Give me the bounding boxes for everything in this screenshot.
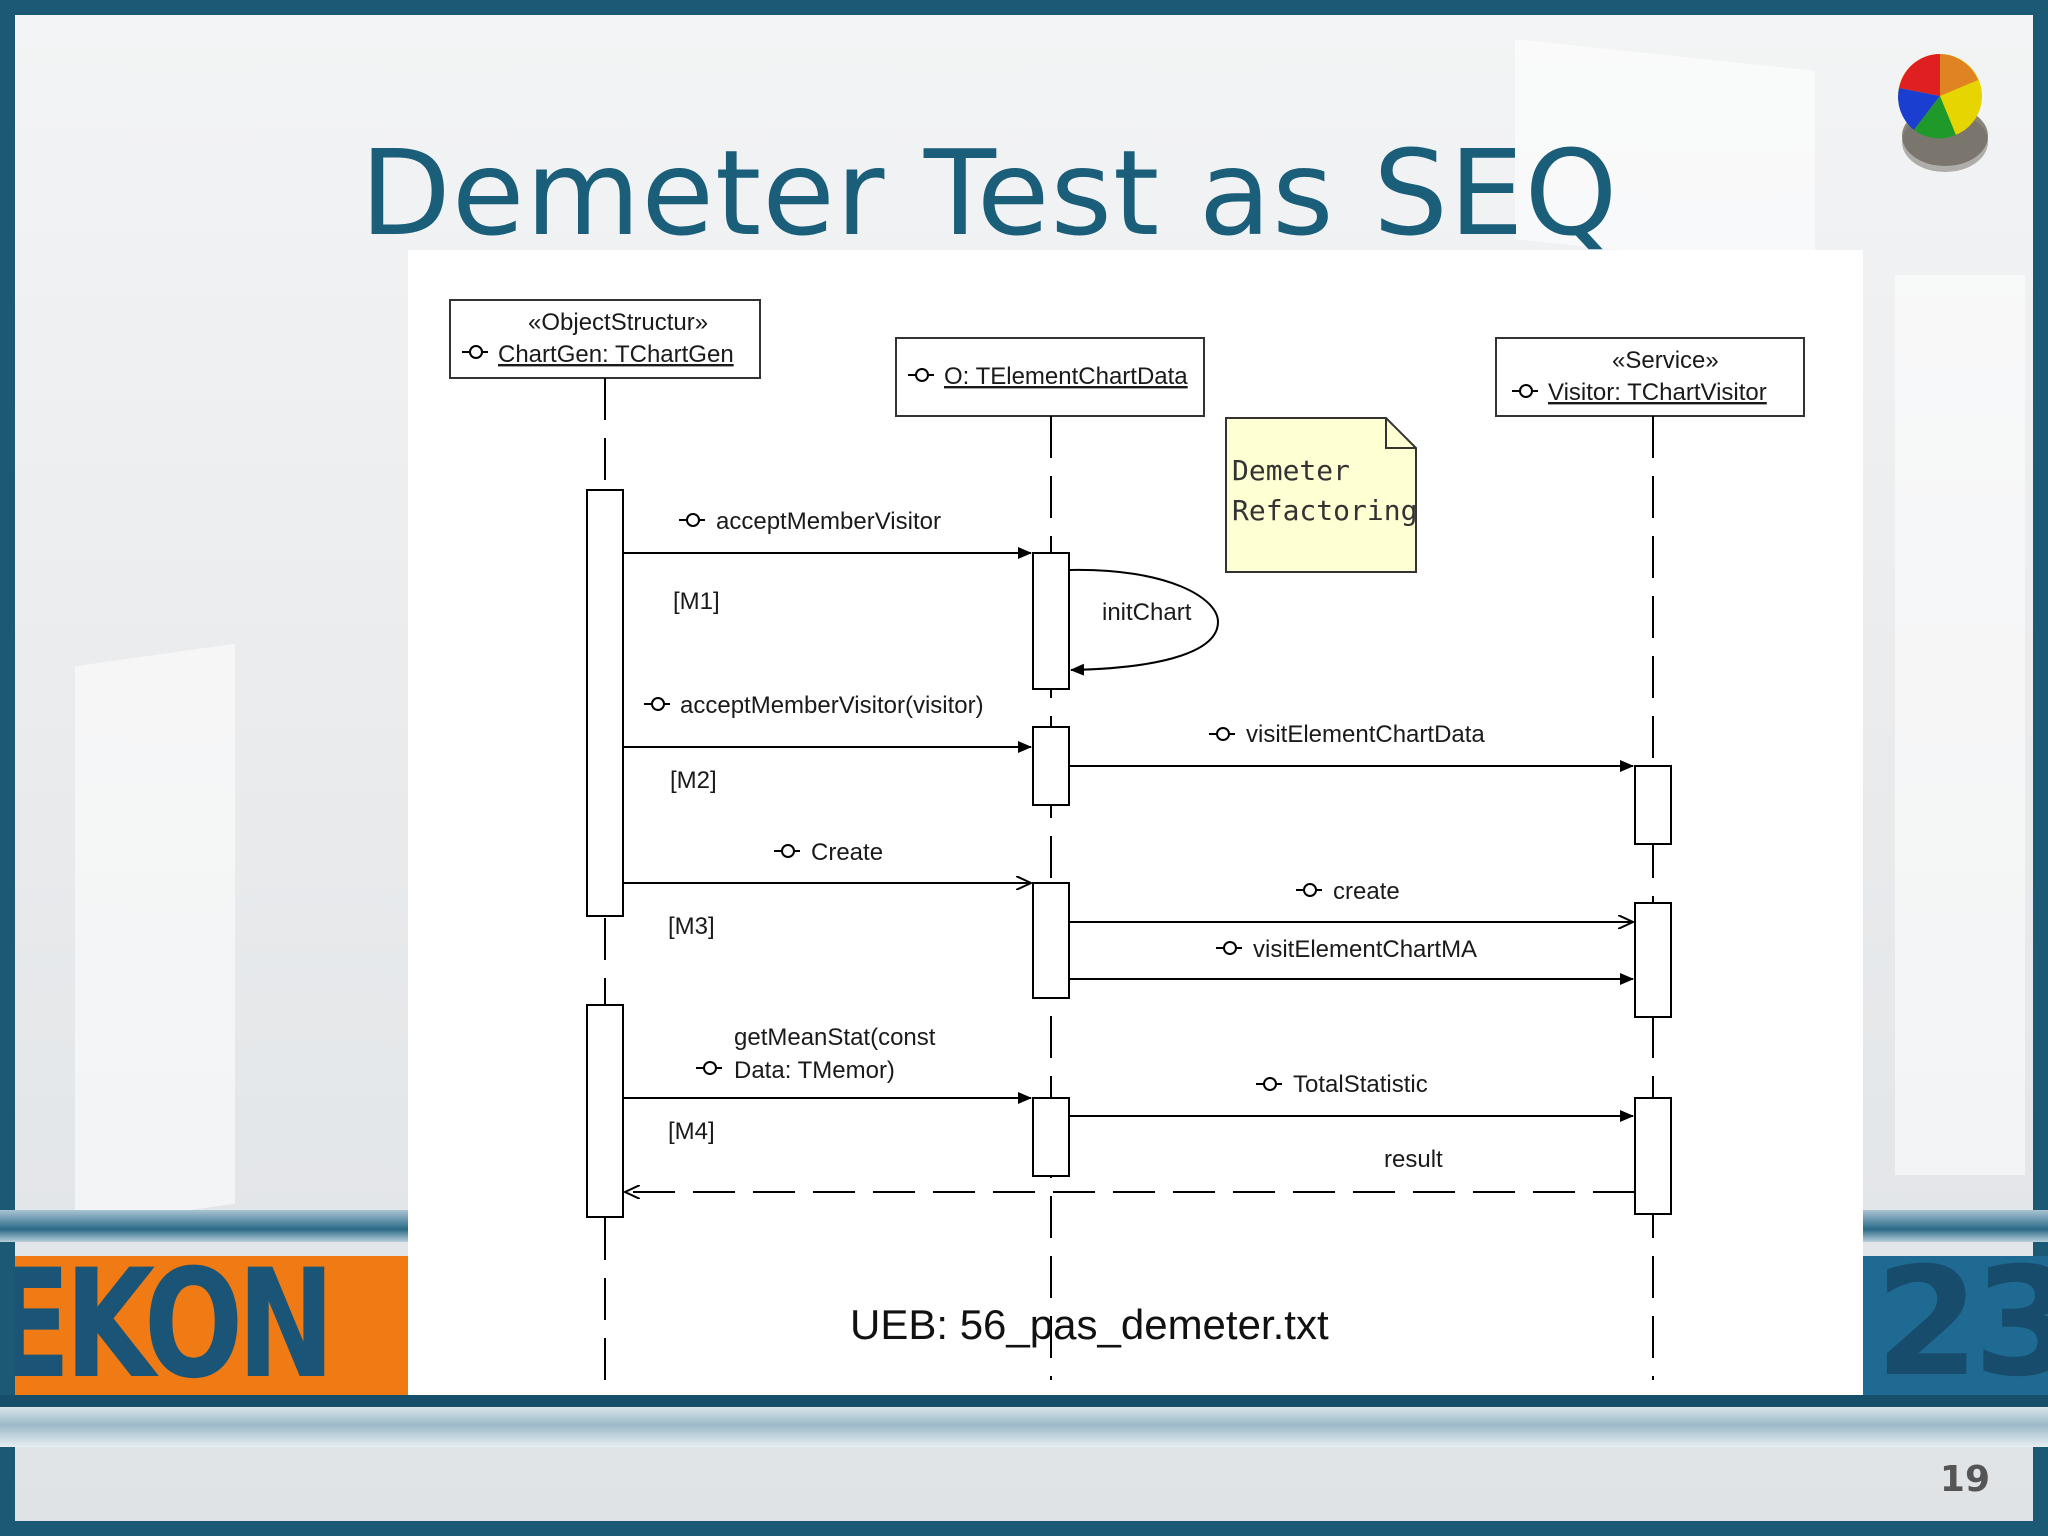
guard-label: [M1] xyxy=(673,588,720,615)
message-label: acceptMemberVisitor xyxy=(716,508,941,535)
activation-bar xyxy=(1634,765,1672,845)
note-line: Demeter xyxy=(1232,454,1350,487)
guard-label: [M2] xyxy=(670,767,717,794)
message-visit-element-chart-data: visitElementChartData xyxy=(1069,721,1634,772)
edition-number: 23 xyxy=(1875,1256,2048,1396)
message-label: result xyxy=(1384,1146,1443,1173)
message-visit-element-chart-ma: visitElementChartMA xyxy=(1069,936,1634,985)
activation-bar xyxy=(586,1004,624,1218)
message-label: Create xyxy=(811,839,883,866)
lifeline-chartvisitor: «Service» Visitor: TChartVisitor xyxy=(1495,337,1805,1380)
edition-badge: 23 xyxy=(1863,1256,2048,1396)
activation-bar xyxy=(586,489,624,917)
guard-label: [M3] xyxy=(668,913,715,940)
message-label: getMeanStat(const xyxy=(734,1024,936,1051)
message-label: visitElementChartMA xyxy=(1253,936,1477,963)
lifeline-stereotype: «ObjectStructur» xyxy=(528,309,708,336)
lifeline-stereotype: «Service» xyxy=(1612,347,1719,374)
message-get-mean-stat: getMeanStat(const Data: TMemor) xyxy=(623,1024,1032,1104)
background-building xyxy=(75,643,235,1227)
slide-title: Demeter Test as SEQ xyxy=(360,124,1619,262)
guard-label: [M4] xyxy=(668,1118,715,1145)
background-building xyxy=(1895,275,2025,1175)
beach-ball-logo-icon xyxy=(1898,54,1988,172)
note-demeter-refactoring: Demeter Refactoring xyxy=(1225,417,1417,573)
lifeline-name: ChartGen: TChartGen xyxy=(498,341,734,368)
activation-bar xyxy=(1634,902,1672,1018)
message-init-chart: initChart xyxy=(1068,568,1220,676)
message-label: create xyxy=(1333,878,1400,905)
message-label: TotalStatistic xyxy=(1293,1071,1428,1098)
message-create-lower: create xyxy=(1069,878,1633,922)
message-total-statistic: TotalStatistic xyxy=(1069,1071,1634,1122)
sequence-diagram-panel: «ObjectStructur» ChartGen: TChartGen O: … xyxy=(408,250,1863,1396)
activation-bar xyxy=(1032,1097,1070,1177)
footer-band-line xyxy=(0,1395,2048,1407)
ekon-logo: EKON xyxy=(15,1256,408,1396)
footer-band-lower xyxy=(0,1407,2048,1447)
lifeline-name: Visitor: TChartVisitor xyxy=(1548,379,1767,406)
message-accept-member-visitor: acceptMemberVisitor xyxy=(623,508,1032,559)
activation-bar xyxy=(1634,1097,1672,1215)
lifeline-elementchartdata: O: TElementChartData xyxy=(895,337,1205,1380)
message-label: Data: TMemor) xyxy=(734,1057,895,1084)
return-result: result xyxy=(625,1146,1635,1192)
sequence-diagram: «ObjectStructur» ChartGen: TChartGen O: … xyxy=(449,299,1805,1380)
message-label: visitElementChartData xyxy=(1246,721,1485,748)
activation-bar xyxy=(1032,882,1070,999)
page-number: 19 xyxy=(1939,1459,1990,1500)
message-accept-member-visitor-with-visitor: acceptMemberVisitor(visitor) xyxy=(623,692,1032,753)
ekon-logo-text: EKON xyxy=(15,1256,335,1396)
lifeline-name: O: TElementChartData xyxy=(944,363,1188,390)
activation-bar xyxy=(1032,552,1070,690)
message-label: acceptMemberVisitor(visitor) xyxy=(680,692,984,719)
note-line: Refactoring xyxy=(1232,494,1417,527)
activation-bar xyxy=(1032,726,1070,806)
message-label: initChart xyxy=(1102,599,1192,626)
file-reference: UEB: 56_pas_demeter.txt xyxy=(850,1301,1329,1348)
message-create-upper: Create xyxy=(623,839,1031,883)
